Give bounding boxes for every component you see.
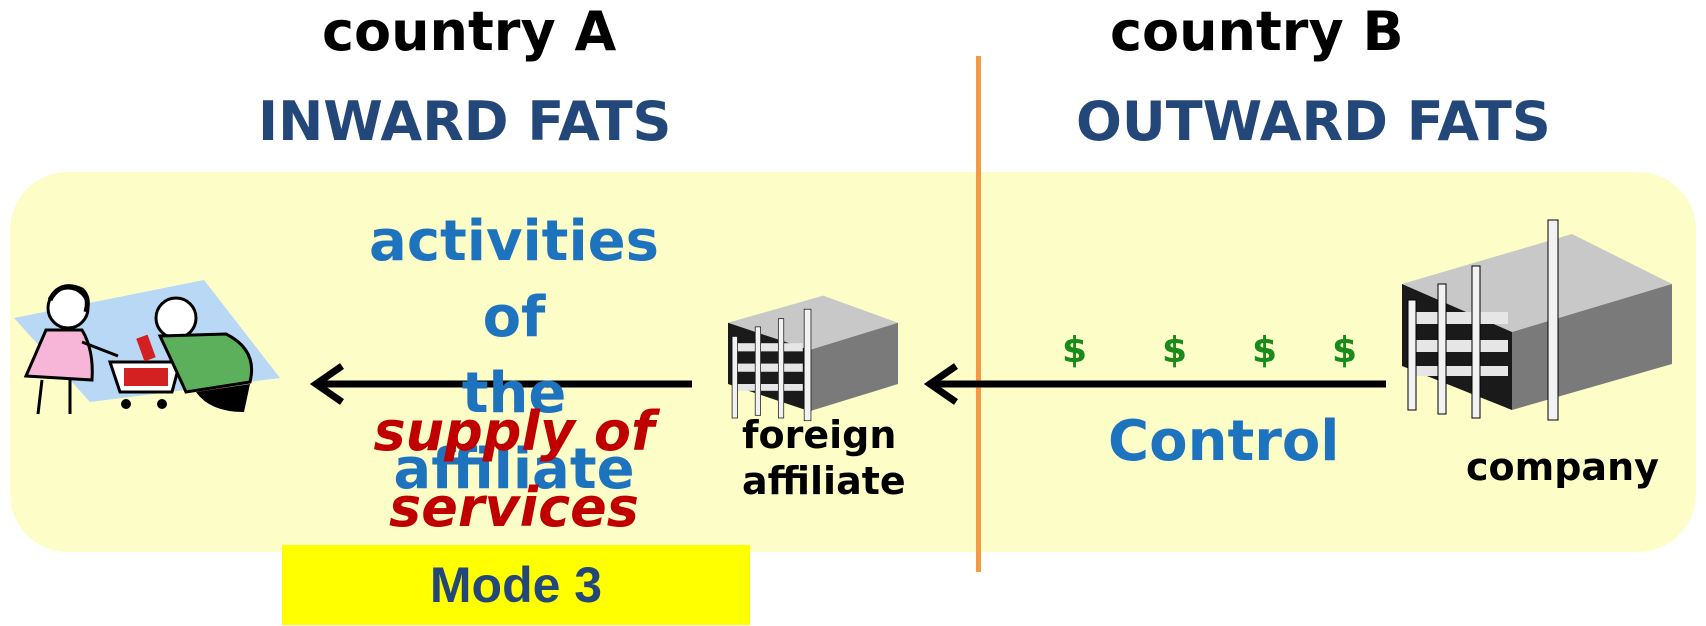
inward-fats-title: INWARD FATS bbox=[258, 90, 672, 153]
country-a-label: country A bbox=[322, 0, 617, 63]
outward-fats-title: OUTWARD FATS bbox=[1076, 90, 1551, 153]
supply-label: supply of services bbox=[334, 394, 694, 546]
arrow-left-icon bbox=[309, 363, 692, 405]
dollar-sign: $ bbox=[1062, 330, 1088, 371]
activities-label: activities of the affiliate bbox=[334, 204, 694, 508]
country-b-label: country B bbox=[1110, 0, 1404, 63]
country-divider bbox=[976, 56, 981, 572]
arrow-left-icon bbox=[923, 363, 1386, 405]
dollar-sign: $ bbox=[1162, 330, 1188, 371]
dollar-sign: $ bbox=[1332, 330, 1358, 371]
supply-line-2: services bbox=[389, 476, 639, 539]
supply-line-1: supply of bbox=[373, 400, 655, 463]
foreign-affiliate-line-1: foreign bbox=[742, 413, 897, 457]
activities-line-2: the affiliate bbox=[393, 361, 635, 502]
mode-3-label: Mode 3 bbox=[429, 557, 603, 613]
control-label: Control bbox=[1108, 409, 1340, 474]
company-label: company bbox=[1466, 445, 1659, 489]
foreign-affiliate-line-2: affiliate bbox=[742, 459, 906, 503]
mode-3-box: Mode 3 bbox=[282, 545, 750, 625]
activities-line-1: activities of bbox=[369, 209, 659, 350]
dollar-sign: $ bbox=[1252, 330, 1278, 371]
foreign-affiliate-label: foreign affiliate bbox=[742, 412, 906, 504]
